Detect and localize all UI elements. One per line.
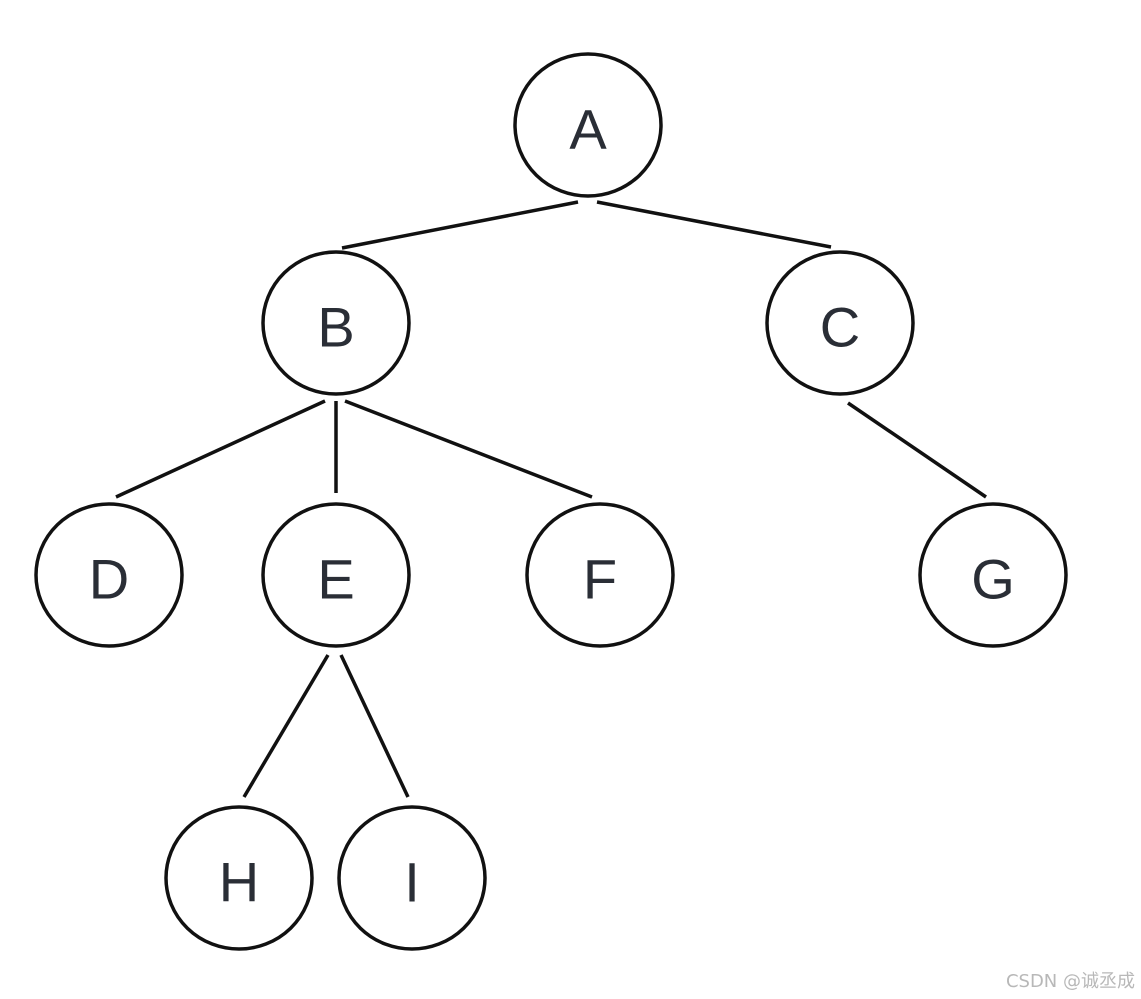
node-a: A — [513, 52, 663, 198]
node-label-d: D — [89, 548, 129, 611]
node-c: C — [765, 250, 915, 396]
edge-e-i — [339, 654, 410, 798]
node-label-h: H — [219, 851, 259, 914]
nodes-layer: A B C D E F G H I — [34, 52, 1068, 951]
edge-a-b — [341, 200, 579, 250]
node-label-g: G — [971, 548, 1015, 611]
node-e: E — [261, 502, 411, 648]
edge-c-g — [847, 401, 987, 499]
node-circle-a — [513, 52, 663, 198]
edge-a-c — [596, 200, 832, 249]
node-d: D — [34, 502, 184, 648]
edges-layer — [115, 200, 987, 798]
node-g: G — [918, 502, 1068, 648]
node-circle-f — [525, 502, 675, 648]
node-circle-e — [261, 502, 411, 648]
node-circle-g — [918, 502, 1068, 648]
edge-e-h — [242, 654, 330, 798]
node-i: I — [337, 805, 487, 951]
node-circle-d — [34, 502, 184, 648]
node-h: H — [164, 805, 314, 951]
node-b: B — [261, 250, 411, 396]
node-label-c: C — [820, 296, 860, 359]
node-label-e: E — [317, 548, 354, 611]
watermark-text: CSDN @诚丞成 — [1005, 971, 1135, 992]
node-f: F — [525, 502, 675, 648]
node-label-b: B — [317, 296, 354, 359]
node-circle-h — [164, 805, 314, 951]
node-label-a: A — [569, 98, 607, 161]
edge-b-f — [344, 399, 593, 499]
node-label-i: I — [404, 851, 420, 914]
node-circle-b — [261, 250, 411, 396]
node-label-f: F — [583, 548, 617, 611]
edge-b-d — [115, 399, 326, 499]
node-circle-c — [765, 250, 915, 396]
node-circle-i — [337, 805, 487, 951]
